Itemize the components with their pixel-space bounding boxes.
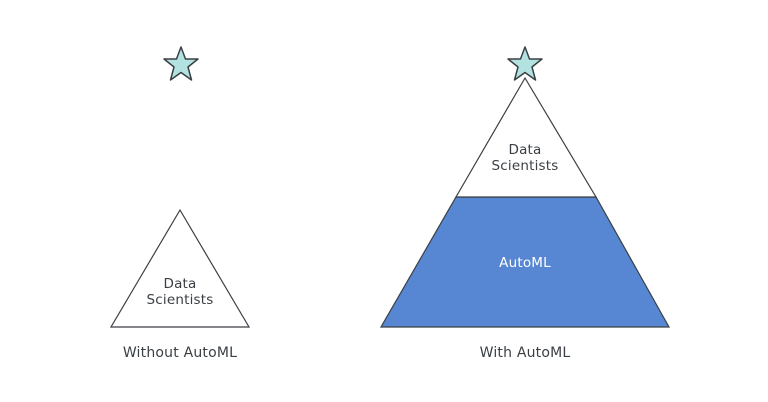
label-line-1: Data [163,276,197,292]
right-caption: With AutoML [479,345,571,361]
right-top-label: Data Scientists [465,142,585,174]
left-star-icon [163,46,199,81]
right-star-icon [507,46,543,81]
left-caption: Without AutoML [122,345,238,361]
label-line-2: Scientists [146,292,214,308]
label-line-1: Data [508,142,542,158]
label-line-2: Scientists [491,158,559,174]
left-triangle [109,208,251,328]
left-triangle-label: Data Scientists [120,276,240,308]
automl-label: AutoML [499,255,551,271]
data-scientists-triangle [454,76,598,198]
